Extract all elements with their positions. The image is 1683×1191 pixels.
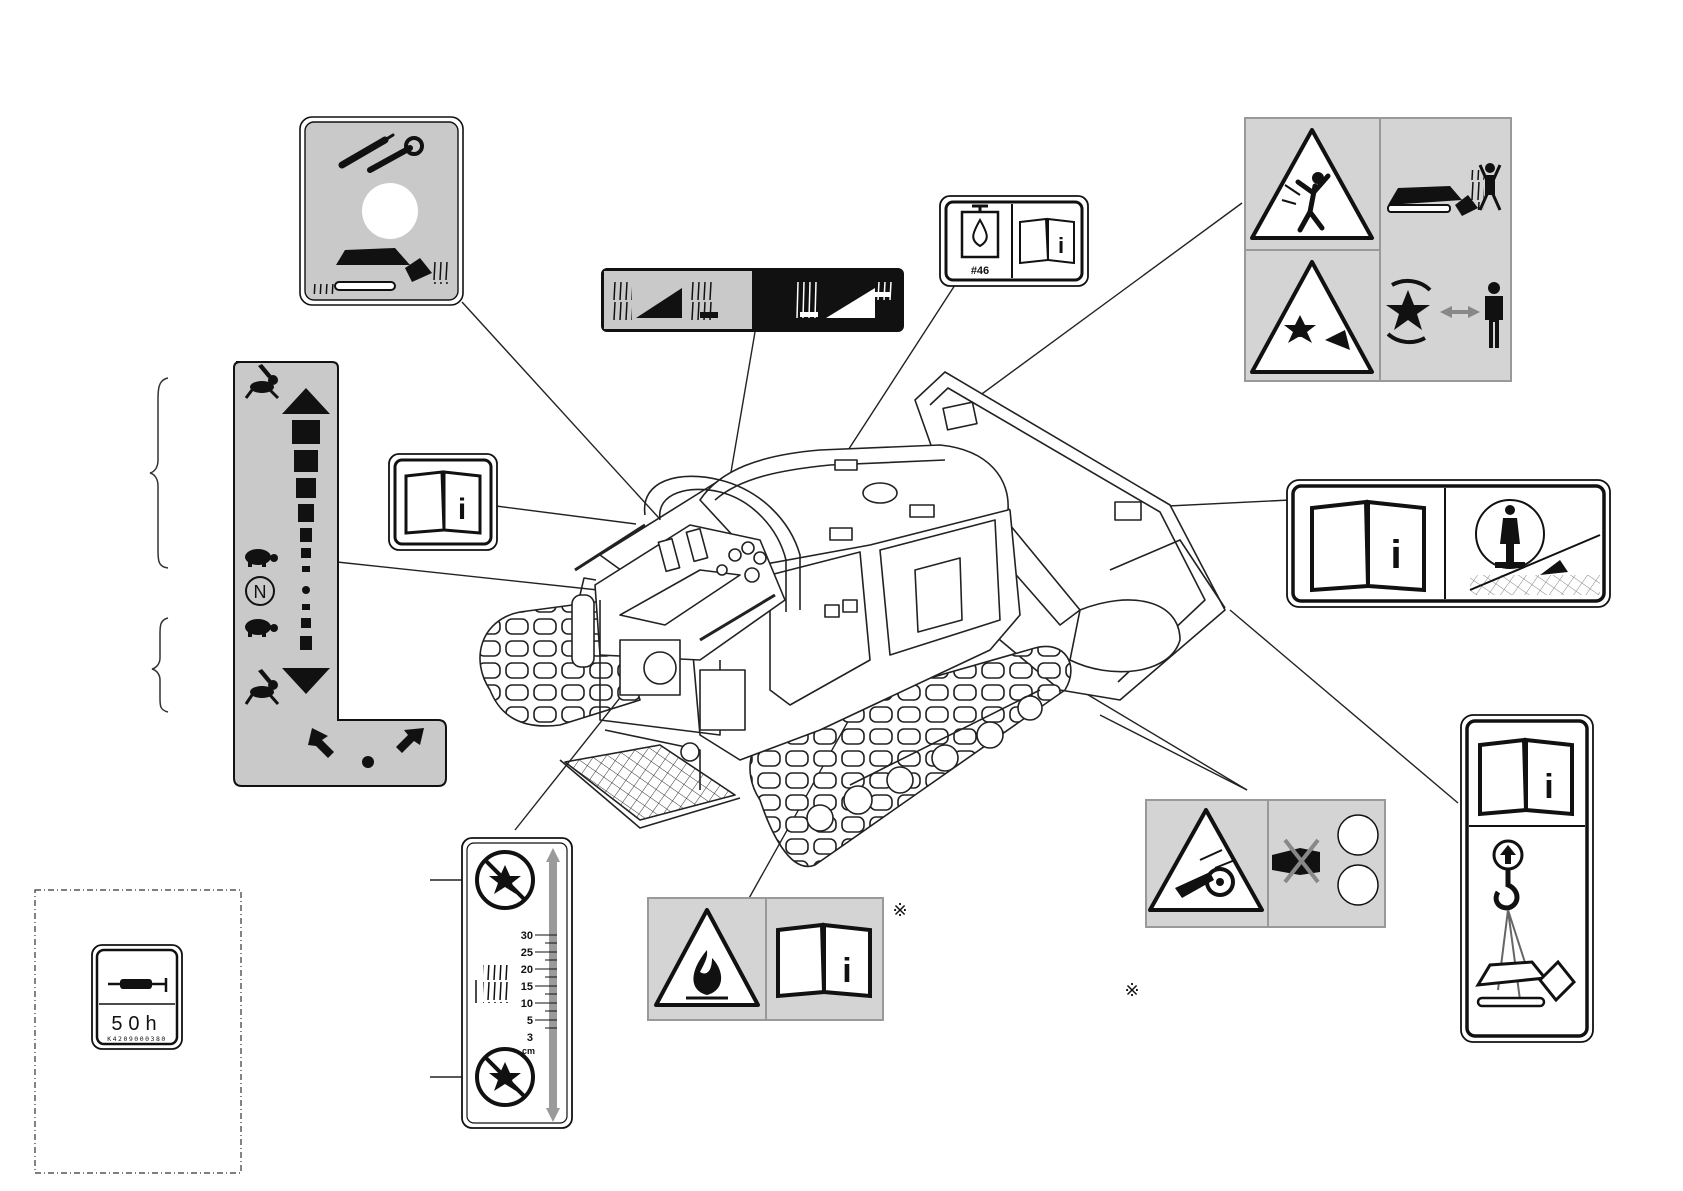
manual-info-icon: i [778,925,870,996]
decal-hydraulic-oil: #46 i [940,196,1088,286]
height-tick-label: 25 [521,947,533,959]
grass-height-icon [483,965,509,1003]
footnote-mark: ※ [892,900,907,920]
oil-can-icon [962,206,998,257]
height-tick-label: 20 [521,964,533,976]
stop-engine-circle-icon [362,183,418,239]
decal-entanglement [1146,800,1385,927]
decal-speed-lever: N [150,362,446,786]
decal-read-manual: i [389,454,497,550]
forward-range-brace [150,378,168,712]
svg-text:i: i [1544,768,1553,806]
decal-grease-interval: 50h K4209000380 [35,890,241,1173]
height-tick-label: 5 [527,1015,533,1027]
decal-cutting-height: 30 25 20 15 10 5 3 cm [462,838,572,1128]
decal-fire-hazard: i ※ [648,898,908,1020]
manual-info-icon: i [1480,740,1572,814]
height-tick-label: 10 [521,998,533,1010]
height-tick-label: 30 [521,930,533,942]
manual-info-icon: i [406,472,480,533]
part-number-label: K4209000380 [107,1035,167,1043]
footnote-mark: ※ [1124,980,1139,1000]
decal-manual-lifting: i [1287,480,1610,607]
svg-text:i: i [1390,533,1401,577]
neutral-label: N [254,582,267,602]
height-tick-label: 15 [521,981,533,993]
height-tick-label: 3 [527,1032,533,1044]
mower-machine-illustration [480,372,1225,866]
service-hours-label: 50h [111,1013,162,1035]
oil-grade-label: #46 [971,265,989,277]
decal-blade-warning [1245,118,1511,381]
manual-info-icon: i [1020,219,1074,263]
decal-deck-tilt [601,268,904,332]
decal-lifting-point: i [1461,715,1593,1042]
manual-info-icon: i [1312,502,1424,590]
svg-text:i: i [1058,233,1064,258]
svg-text:i: i [458,493,466,526]
svg-text:i: i [842,952,851,990]
no-rotating-blade-icon [477,852,533,908]
decal-maintenance [300,117,463,305]
height-unit-label: cm [522,1046,535,1056]
no-rotating-blade-icon [477,1049,533,1105]
